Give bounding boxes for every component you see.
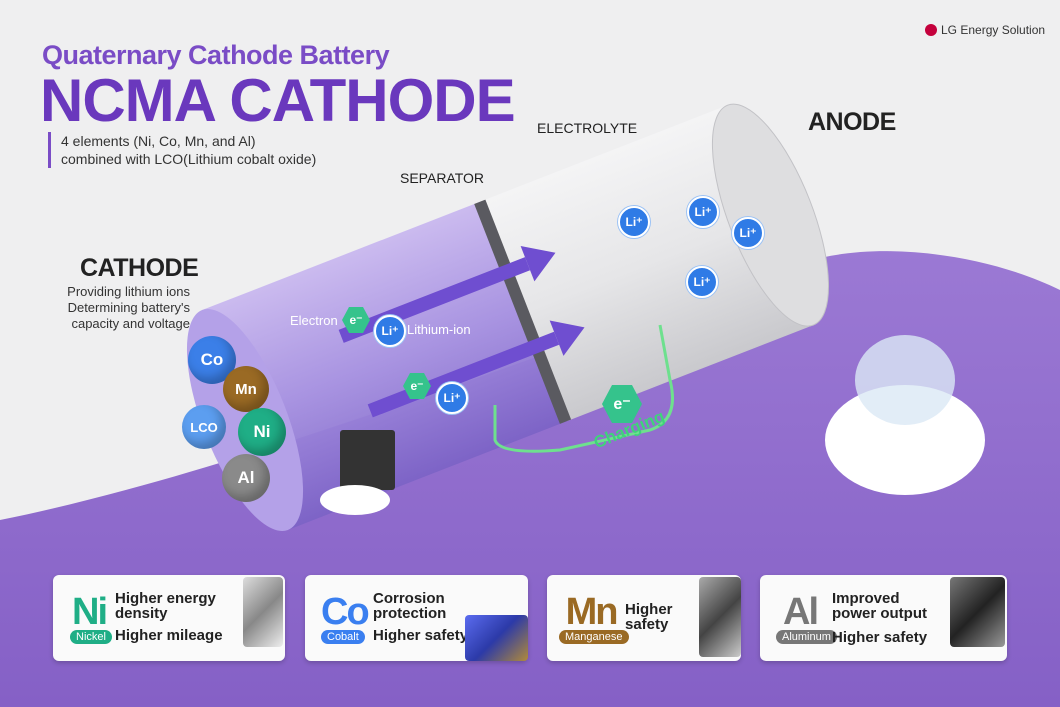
desc-line: capacity and voltage [71, 316, 190, 331]
manganese-name: Manganese [559, 630, 629, 644]
manganese-ore-image [699, 577, 741, 657]
lithium-ion-icon: Li⁺ [687, 196, 719, 228]
hologram-base [825, 385, 985, 495]
desc-line: Providing lithium ions [67, 284, 190, 299]
battery-cylinder [186, 103, 830, 531]
manganese-symbol: Mn [565, 591, 619, 633]
aluminum-ball: Al [222, 454, 270, 502]
nickel-benefit: Higher mileage [115, 627, 223, 644]
charging-electron-icon: e⁻ [602, 385, 642, 423]
nickel-card: Ni Nickel Higher energy density Higher m… [53, 575, 285, 661]
manganese-ball: Mn [223, 366, 269, 412]
lithium-ion-icon: Li⁺ [732, 217, 764, 249]
cobalt-benefit: Corrosion protection [373, 590, 447, 622]
separator-label: SEPARATOR [400, 170, 485, 186]
lithium-ion-label: Lithium-ion [407, 322, 471, 337]
desc-line: Determining battery's [67, 300, 190, 315]
aluminum-ore-image [950, 577, 1005, 647]
electron-label: Electron [290, 313, 338, 328]
anode-label: ANODE [808, 108, 896, 136]
aluminum-name: Aluminum [776, 630, 837, 644]
aluminum-card: Al Aluminum Improved power output Higher… [760, 575, 1007, 661]
page-subtitle: Quaternary Cathode Battery [42, 40, 390, 70]
nickel-ore-image [243, 577, 283, 647]
lg-logo-icon [925, 24, 937, 36]
page-title: NCMA CATHODE [40, 67, 516, 134]
display-kiosk [340, 430, 395, 490]
desc-line: 4 elements (Ni, Co, Mn, and Al) [61, 133, 256, 149]
cobalt-ore-image [465, 615, 528, 661]
nickel-ball: Ni [238, 408, 286, 456]
desc-line: combined with LCO(Lithium cobalt oxide) [61, 151, 317, 167]
aluminum-symbol: Al [783, 591, 819, 633]
cobalt-card: Co Cobalt Corrosion protection Higher sa… [305, 575, 528, 661]
cobalt-name: Cobalt [321, 630, 365, 644]
lithium-ion-icon: Li⁺ [374, 315, 406, 347]
header-description: 4 elements (Ni, Co, Mn, and Al) combined… [48, 132, 316, 168]
electrolyte-label: ELECTROLYTE [537, 120, 638, 136]
cobalt-ball: Co [188, 336, 236, 384]
charging-wire [493, 324, 674, 453]
lco-ball: LCO [182, 405, 226, 449]
manganese-benefit: Higher safety [625, 601, 673, 633]
cobalt-symbol: Co [321, 591, 370, 633]
lg-logo: LG Energy Solution [925, 23, 1045, 37]
lithium-ion-icon: Li⁺ [686, 266, 718, 298]
logo-text: LG Energy Solution [941, 23, 1046, 37]
cathode-description: Providing lithium ions Determining batte… [60, 284, 190, 332]
lithium-ion-icon: Li⁺ [618, 206, 650, 238]
aluminum-benefit: Improved power output [832, 590, 927, 622]
lithium-ion-icon: Li⁺ [436, 382, 468, 414]
nickel-name: Nickel [70, 630, 112, 644]
cobalt-benefit: Higher safety [373, 627, 469, 644]
aluminum-benefit: Higher safety [832, 629, 928, 646]
manganese-card: Mn Manganese Higher safety [547, 575, 741, 661]
nickel-benefit: Higher energy density [115, 590, 216, 622]
cathode-label: CATHODE [80, 254, 199, 282]
nickel-symbol: Ni [72, 591, 108, 633]
